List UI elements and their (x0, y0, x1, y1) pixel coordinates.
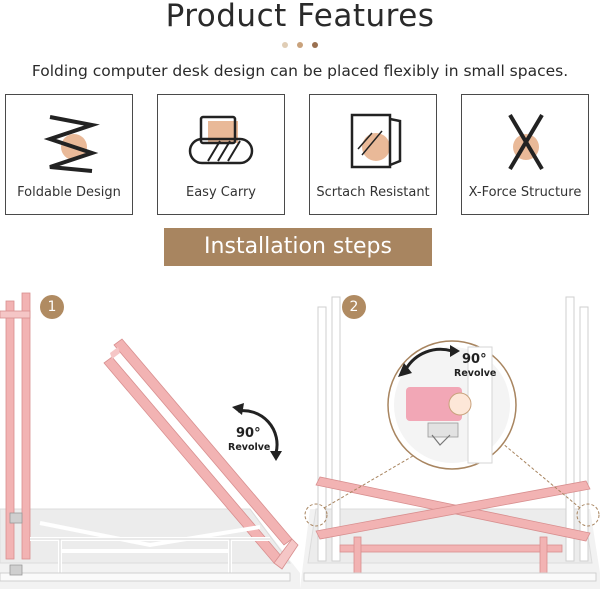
desk-unfold-drawing (0, 292, 300, 589)
feature-card-scratch-resistant: Scrtach Resistant (309, 94, 437, 215)
page-subtitle: Folding computer desk design can be plac… (31, 62, 569, 80)
feature-card-x-force: X-Force Structure (461, 94, 589, 215)
x-frame-icon (508, 113, 544, 171)
rotation-angle-label: 90° (236, 426, 261, 441)
feature-card-easy-carry: Easy Carry (157, 94, 285, 215)
page-title: Product Features (165, 0, 435, 34)
step-number-badge: 2 (342, 295, 366, 319)
feature-label: Scrtach Resistant (316, 185, 430, 200)
title-divider-dots (0, 42, 600, 48)
step-1-illustration (0, 283, 300, 589)
step-2-illustration (300, 283, 600, 589)
divider-dot (297, 42, 303, 48)
handbag-icon (188, 115, 254, 165)
zigzag-fold-icon (43, 115, 100, 173)
divider-dot (312, 42, 318, 48)
desk-x-brace-drawing (300, 296, 600, 589)
feature-label: Easy Carry (186, 185, 256, 200)
feature-card-foldable: Foldable Design (5, 94, 133, 215)
step-number-badge: 1 (40, 295, 64, 319)
rotation-action-label: Revolve (454, 368, 497, 379)
divider-dot (282, 42, 288, 48)
feature-label: X-Force Structure (468, 185, 582, 200)
feature-label: Foldable Design (17, 185, 121, 200)
scratch-panel-icon (350, 113, 402, 169)
rotation-angle-label: 90° (462, 352, 487, 367)
installation-banner: Installation steps (164, 228, 432, 266)
rotation-action-label: Revolve (228, 442, 271, 453)
